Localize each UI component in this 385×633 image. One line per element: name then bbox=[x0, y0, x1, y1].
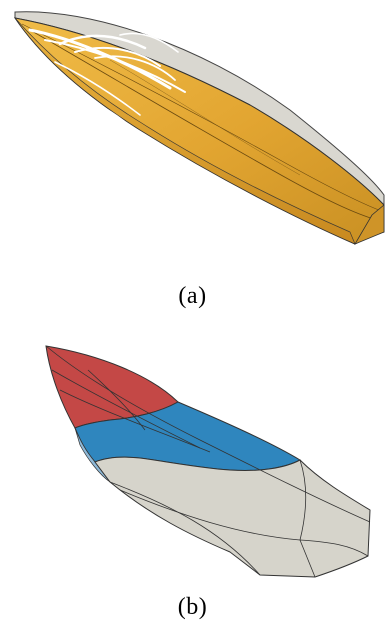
panel-a: (a) bbox=[13, 11, 385, 309]
hull-decal bbox=[28, 28, 186, 141]
hull-body bbox=[13, 17, 385, 245]
segmented-hull-illustration bbox=[45, 345, 371, 578]
panel-b: (b) bbox=[0, 330, 385, 633]
transom bbox=[354, 204, 385, 245]
caption-a: (a) bbox=[178, 283, 207, 309]
caption-b: (b) bbox=[177, 594, 208, 620]
grey-region bbox=[94, 456, 371, 578]
yellow-hull-illustration bbox=[13, 11, 385, 245]
